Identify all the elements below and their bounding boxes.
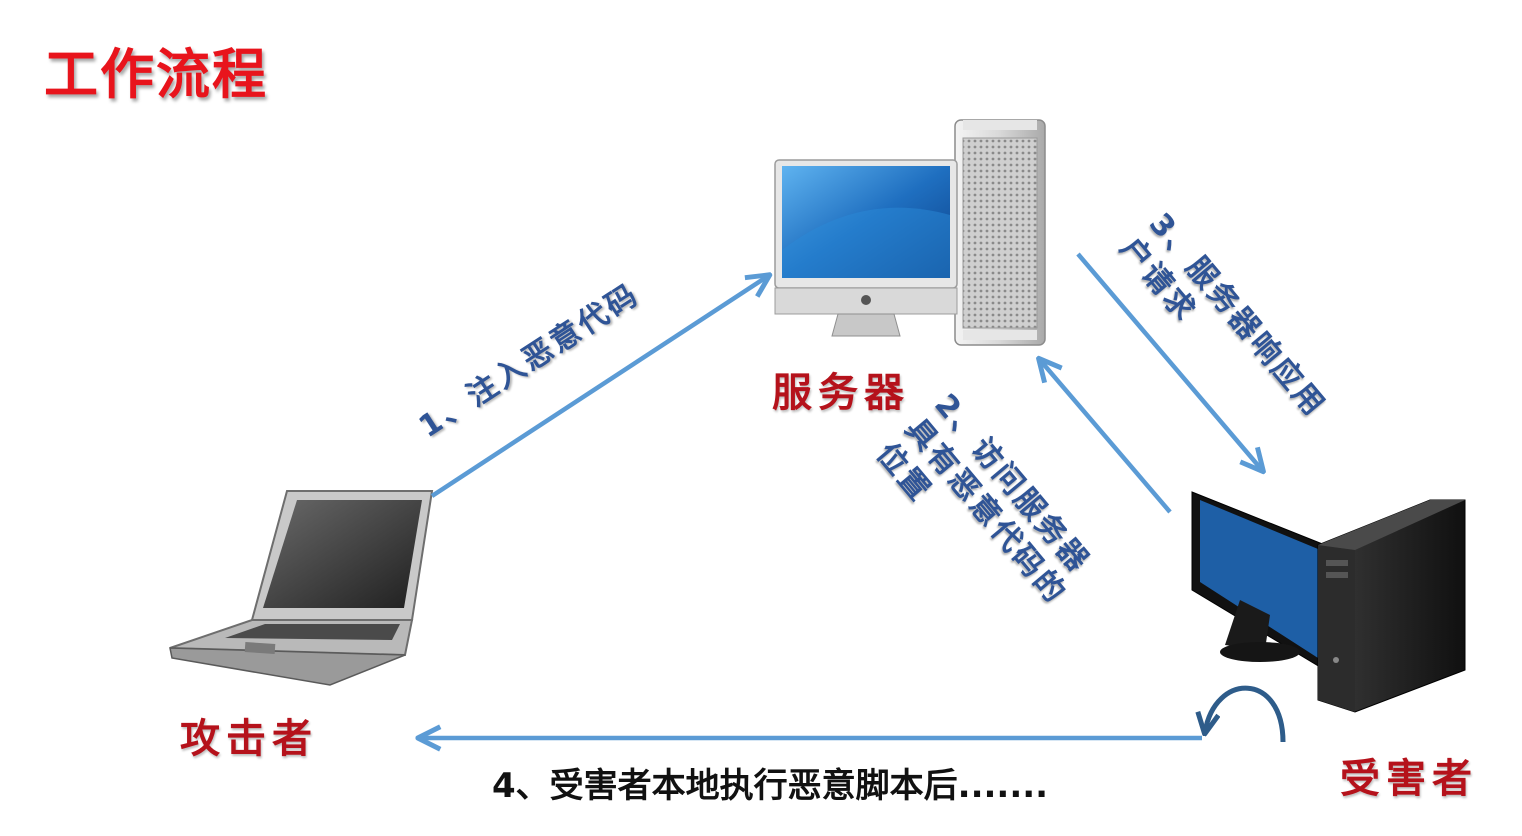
- victim-pc-icon: [1191, 491, 1466, 713]
- step4-label: 4、受害者本地执行恶意脚本后.......: [492, 766, 1049, 806]
- server-label: 服务器: [772, 369, 910, 416]
- server-icon: [774, 119, 1046, 346]
- attacker-label: 攻击者: [180, 715, 318, 762]
- arrow-step1: [430, 276, 768, 498]
- page-title: 工作流程: [44, 42, 268, 106]
- victim-label: 受害者: [1340, 755, 1478, 802]
- arrows: [420, 252, 1286, 743]
- arrow-step3: [1076, 252, 1262, 470]
- curl-arrow: [1205, 685, 1286, 743]
- laptop-icon: [169, 490, 434, 686]
- arrow-step2: [1040, 360, 1172, 514]
